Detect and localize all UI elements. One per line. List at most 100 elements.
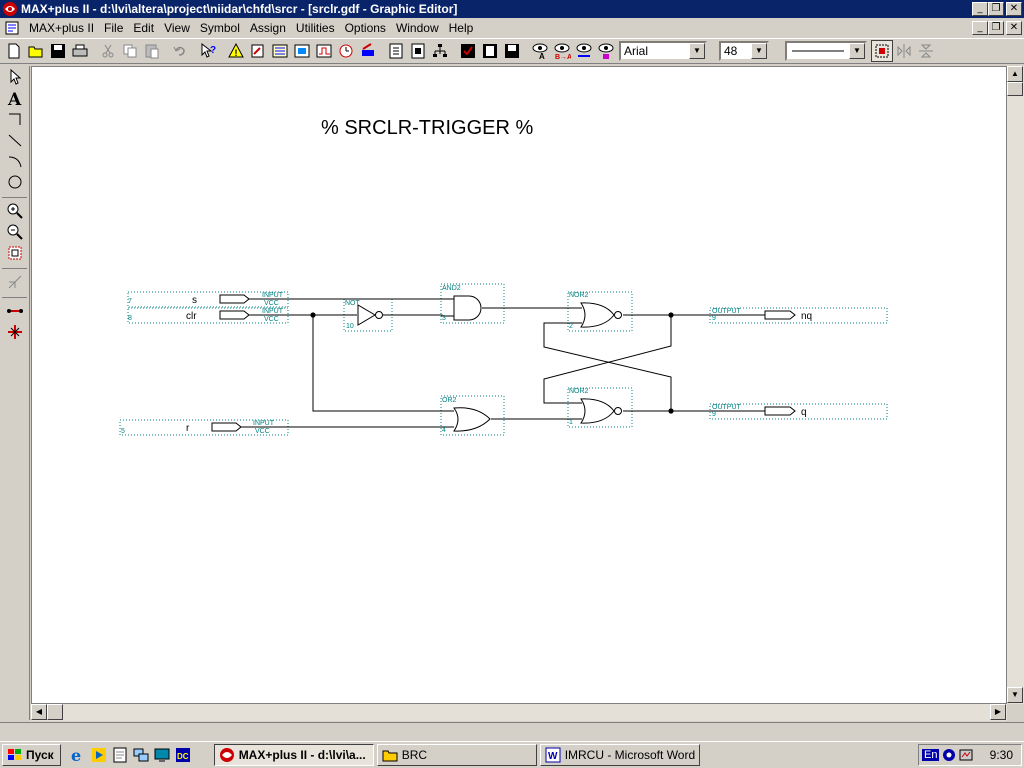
chevron-down-icon[interactable]: ▼ (751, 43, 767, 59)
scroll-right-button[interactable]: ▶ (990, 704, 1006, 720)
scroll-down-button[interactable]: ▼ (1007, 687, 1023, 703)
vertical-scrollbar[interactable]: ▲ ▼ (1007, 66, 1024, 704)
cut-button[interactable] (97, 40, 119, 62)
task-maxplus[interactable]: MAX+plus II - d:\lvi\a... (213, 744, 374, 766)
connect-nodes-tool[interactable] (4, 301, 26, 321)
rubberband-icon (875, 44, 889, 58)
font-size-select[interactable]: 48 ▼ (719, 41, 769, 61)
menu-utilities[interactable]: Utilities (295, 21, 335, 35)
horizontal-scroll-thumb[interactable] (47, 704, 63, 720)
hierarchy-down-button[interactable] (247, 40, 269, 62)
task-word[interactable]: W IMRCU - Microsoft Word (539, 744, 700, 766)
menu-help[interactable]: Help (448, 21, 474, 35)
language-indicator[interactable]: En (922, 749, 940, 761)
save-compile-icon (483, 44, 497, 58)
tray-app-icon[interactable] (959, 748, 973, 762)
diagonal-line-tool[interactable] (4, 130, 26, 150)
print-button[interactable] (69, 40, 91, 62)
menu-edit[interactable]: Edit (133, 21, 155, 35)
minimize-button[interactable]: _ (972, 2, 988, 16)
doc-minimize-button[interactable]: _ (972, 21, 988, 35)
wires (241, 298, 791, 428)
start-button[interactable]: Пуск (2, 744, 61, 766)
floorplan-button[interactable] (269, 40, 291, 62)
find-error-button[interactable] (595, 40, 617, 62)
line-style-select[interactable]: ▼ (785, 41, 867, 61)
window-title: MAX+plus II - d:\lvi\altera\project\niid… (21, 2, 458, 16)
menu-maxplus[interactable]: MAX+plus II (29, 21, 95, 35)
scissors-icon (102, 44, 114, 58)
hierarchy-display-button[interactable] (407, 40, 429, 62)
timing-analyzer-button[interactable] (335, 40, 357, 62)
font-name-select[interactable]: Arial ▼ (619, 41, 707, 61)
menu-window[interactable]: Window (395, 21, 439, 35)
doc-restore-button[interactable]: ❐ (988, 21, 1004, 35)
line-style-preview (792, 50, 844, 52)
save-simulate-icon (505, 44, 519, 58)
find-text-button[interactable]: A (529, 40, 551, 62)
new-file-button[interactable] (3, 40, 25, 62)
text-tool[interactable]: A (4, 88, 26, 108)
notepad-icon[interactable] (111, 746, 129, 764)
orthogonal-line-tool[interactable] (4, 109, 26, 129)
scroll-left-button[interactable]: ◀ (31, 704, 47, 720)
menu-symbol[interactable]: Symbol (199, 21, 240, 35)
far-manager-icon[interactable]: DC (174, 746, 192, 764)
close-button[interactable]: ✕ (1006, 2, 1022, 16)
maxplus-app-icon[interactable] (2, 1, 18, 17)
save-check-button[interactable] (457, 40, 479, 62)
menu-view[interactable]: View (164, 21, 190, 35)
horizontal-scrollbar[interactable]: ◀ ▶ (31, 704, 1007, 721)
network-icon[interactable] (132, 746, 150, 764)
schematic-canvas[interactable]: % SRCLR-TRIGGER % (31, 66, 1007, 704)
fit-in-window-tool[interactable] (4, 243, 26, 263)
save-button[interactable] (47, 40, 69, 62)
restore-button[interactable]: ❐ (988, 2, 1004, 16)
open-file-button[interactable] (25, 40, 47, 62)
save-simulate-button[interactable] (501, 40, 523, 62)
document-icon[interactable] (4, 20, 20, 36)
open-hierarchy-button[interactable] (385, 40, 407, 62)
media-player-icon[interactable] (90, 746, 108, 764)
rubberbanding-button[interactable] (871, 40, 893, 62)
pin-default-label: VCC (264, 316, 279, 323)
menu-file[interactable]: File (104, 21, 124, 35)
flip-horizontal-button[interactable] (893, 40, 915, 62)
save-compile-button[interactable] (479, 40, 501, 62)
hierarchy-up-button[interactable]: ! (225, 40, 247, 62)
diagonal-line-icon (8, 134, 22, 147)
rubberband-tool[interactable] (4, 272, 26, 292)
find-replace-button[interactable]: B→A (551, 40, 573, 62)
scroll-up-button[interactable]: ▲ (1007, 66, 1023, 82)
programmer-button[interactable] (357, 40, 379, 62)
context-help-button[interactable]: ? (197, 40, 219, 62)
desktop-icon[interactable] (153, 746, 171, 764)
arc-tool[interactable] (4, 151, 26, 171)
selection-tool[interactable] (4, 67, 26, 87)
tree-icon (433, 44, 447, 57)
task-brc-folder[interactable]: BRC (376, 744, 537, 766)
zoom-out-tool[interactable] (4, 222, 26, 242)
zoom-in-tool[interactable] (4, 201, 26, 221)
chevron-down-icon[interactable]: ▼ (689, 43, 705, 59)
find-node-button[interactable] (573, 40, 595, 62)
circle-tool[interactable] (4, 172, 26, 192)
compiler-button[interactable] (291, 40, 313, 62)
printer-icon (72, 44, 88, 57)
menu-options[interactable]: Options (344, 21, 386, 35)
chevron-down-icon[interactable]: ▼ (849, 43, 865, 59)
eye-ba-icon: B→A (554, 43, 571, 60)
menu-assign[interactable]: Assign (249, 21, 286, 35)
undo-button[interactable] (169, 40, 191, 62)
hierarchy-tree-button[interactable] (429, 40, 451, 62)
internet-explorer-icon[interactable]: e (69, 746, 87, 764)
flip-vertical-button[interactable] (915, 40, 937, 62)
disconnect-nodes-tool[interactable] (4, 322, 26, 342)
copy-button[interactable] (119, 40, 141, 62)
simulator-button[interactable] (313, 40, 335, 62)
svg-text:A: A (539, 52, 545, 60)
vertical-scroll-thumb[interactable] (1007, 82, 1023, 96)
doc-close-button[interactable]: ✕ (1006, 21, 1022, 35)
paste-button[interactable] (141, 40, 163, 62)
speaker-icon[interactable] (942, 748, 956, 762)
